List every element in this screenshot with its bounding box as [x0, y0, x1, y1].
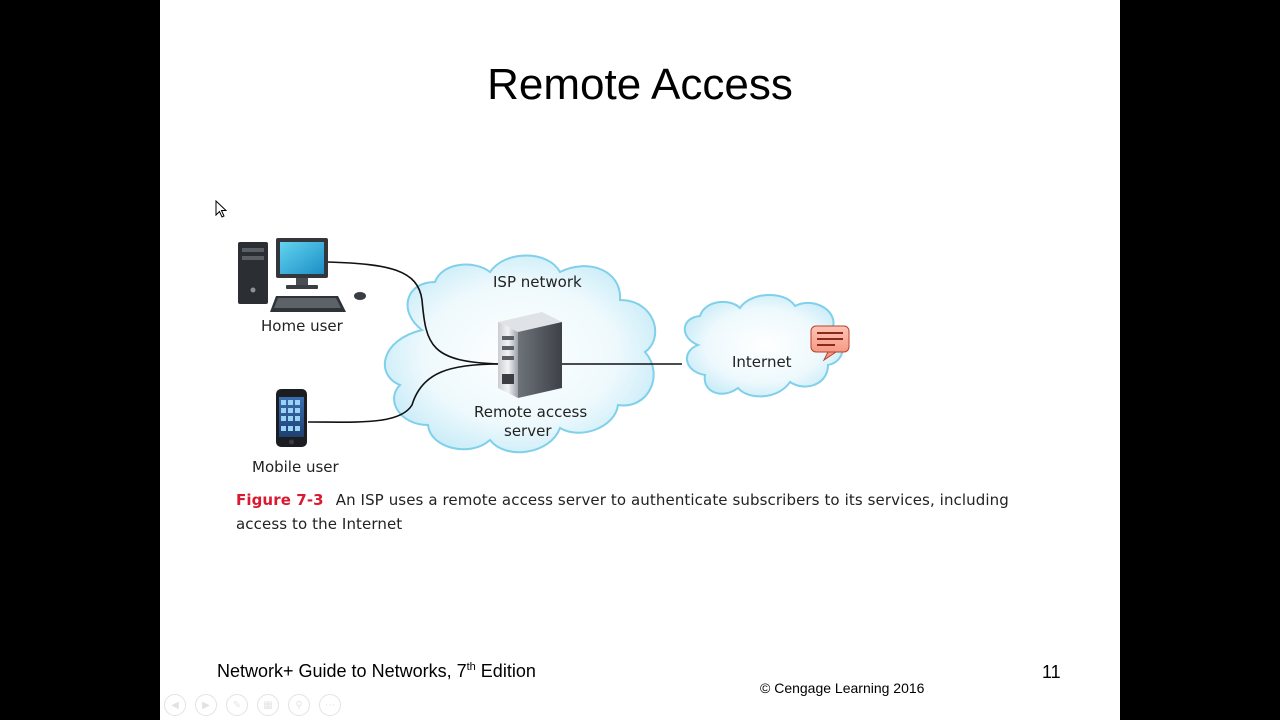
- mouse-pointer-icon: [215, 200, 227, 218]
- home-user-label: Home user: [261, 317, 344, 335]
- internet-label: Internet: [732, 353, 792, 371]
- slide: Remote Access: [160, 0, 1120, 720]
- next-icon[interactable]: ▶: [195, 694, 217, 716]
- book-title-suffix: Edition: [475, 661, 536, 681]
- footer-copyright: © Cengage Learning 2016: [760, 680, 925, 696]
- network-diagram: Home user Mobile user: [238, 238, 850, 476]
- home-user-link: [327, 261, 501, 365]
- slides-icon[interactable]: ▦: [257, 694, 279, 716]
- desktop-computer-icon: [238, 238, 366, 312]
- server-icon: [498, 312, 562, 398]
- pen-icon[interactable]: ✎: [226, 694, 248, 716]
- isp-network-label: ISP network: [493, 273, 582, 291]
- previous-icon[interactable]: ◀: [164, 694, 186, 716]
- slideshow-controls: ◀ ▶ ✎ ▦ ⚲ ⋯: [164, 694, 341, 716]
- more-icon[interactable]: ⋯: [319, 694, 341, 716]
- figure-caption-text: An ISP uses a remote access server to au…: [236, 491, 1009, 533]
- connection-lines: [307, 261, 682, 423]
- book-title-prefix: Network+ Guide to Networks, 7: [217, 661, 467, 681]
- slide-title: Remote Access: [487, 60, 793, 109]
- figure-label: Figure 7-3: [236, 491, 324, 509]
- server-label-line1: Remote access: [474, 403, 587, 421]
- zoom-icon[interactable]: ⚲: [288, 694, 310, 716]
- mobile-user-label: Mobile user: [252, 458, 340, 476]
- page-number: 11: [1042, 662, 1061, 682]
- footer-book-title: Network+ Guide to Networks, 7th Edition: [217, 661, 536, 682]
- server-label-line2: server: [504, 422, 552, 440]
- book-title-sup: th: [466, 661, 476, 673]
- chat-bubble-icon: [810, 325, 850, 362]
- mobile-user-link: [307, 363, 501, 423]
- smartphone-icon: [276, 389, 307, 447]
